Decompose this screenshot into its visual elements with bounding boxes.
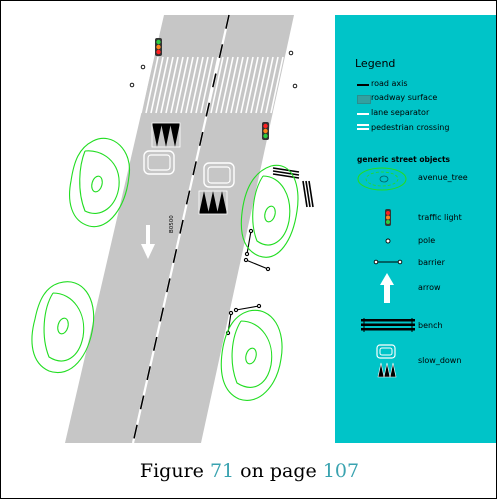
legend-label: bench <box>418 321 443 330</box>
legend-label: avenue_tree <box>418 173 468 182</box>
traffic-light-icon <box>385 209 391 226</box>
slow-down-icon <box>376 344 397 378</box>
pole-icon <box>385 238 391 244</box>
avenue-tree <box>240 164 299 258</box>
road-label: B0500 <box>169 215 175 233</box>
legend-panel: Legend road axis roadway surface lane se… <box>335 15 496 443</box>
poles <box>129 50 298 89</box>
arrow-icon <box>380 273 394 303</box>
avenue-tree <box>220 309 283 401</box>
avenue-tree-icon <box>357 167 407 191</box>
traffic-light <box>262 122 269 140</box>
traffic-light <box>155 38 162 56</box>
legend-label: arrow <box>418 283 441 292</box>
caption-middle: on page <box>234 460 323 482</box>
bench-icon <box>361 318 415 332</box>
pedestrian-crossing-swatch <box>357 128 369 130</box>
legend-label: traffic light <box>418 213 462 222</box>
legend-label: roadway surface <box>371 93 438 102</box>
figure-caption: Figure 71 on page 107 <box>1 460 497 482</box>
avenue-tree <box>69 137 131 228</box>
legend-title: Legend <box>355 57 396 70</box>
pedestrian-crossing <box>140 56 284 114</box>
legend-label: slow_down <box>418 356 462 365</box>
roadway-surface-swatch <box>357 95 371 104</box>
objects-heading: generic street objects <box>357 155 450 164</box>
page-number-link[interactable]: 107 <box>322 460 360 482</box>
barrier-icon <box>373 259 403 265</box>
road-axis-swatch <box>357 84 369 86</box>
legend-label: barrier <box>418 258 445 267</box>
slow-down-marking <box>198 162 235 215</box>
legend-label: pole <box>418 236 436 245</box>
legend-label: road axis <box>371 79 408 88</box>
legend-label: pedestrian crossing <box>371 123 450 132</box>
bench <box>302 180 314 208</box>
lane-separator-swatch <box>357 113 369 115</box>
road-arrow <box>141 225 155 259</box>
slow-down-marking <box>143 122 181 175</box>
caption-prefix: Figure <box>139 460 210 482</box>
roadway-surface <box>65 15 294 443</box>
bench <box>272 167 300 179</box>
avenue-tree <box>31 281 95 374</box>
legend-label: lane separator <box>371 108 430 117</box>
figure-number-link[interactable]: 71 <box>209 460 235 482</box>
road-axis <box>132 14 230 444</box>
pedestrian-crossing-swatch <box>357 124 369 126</box>
